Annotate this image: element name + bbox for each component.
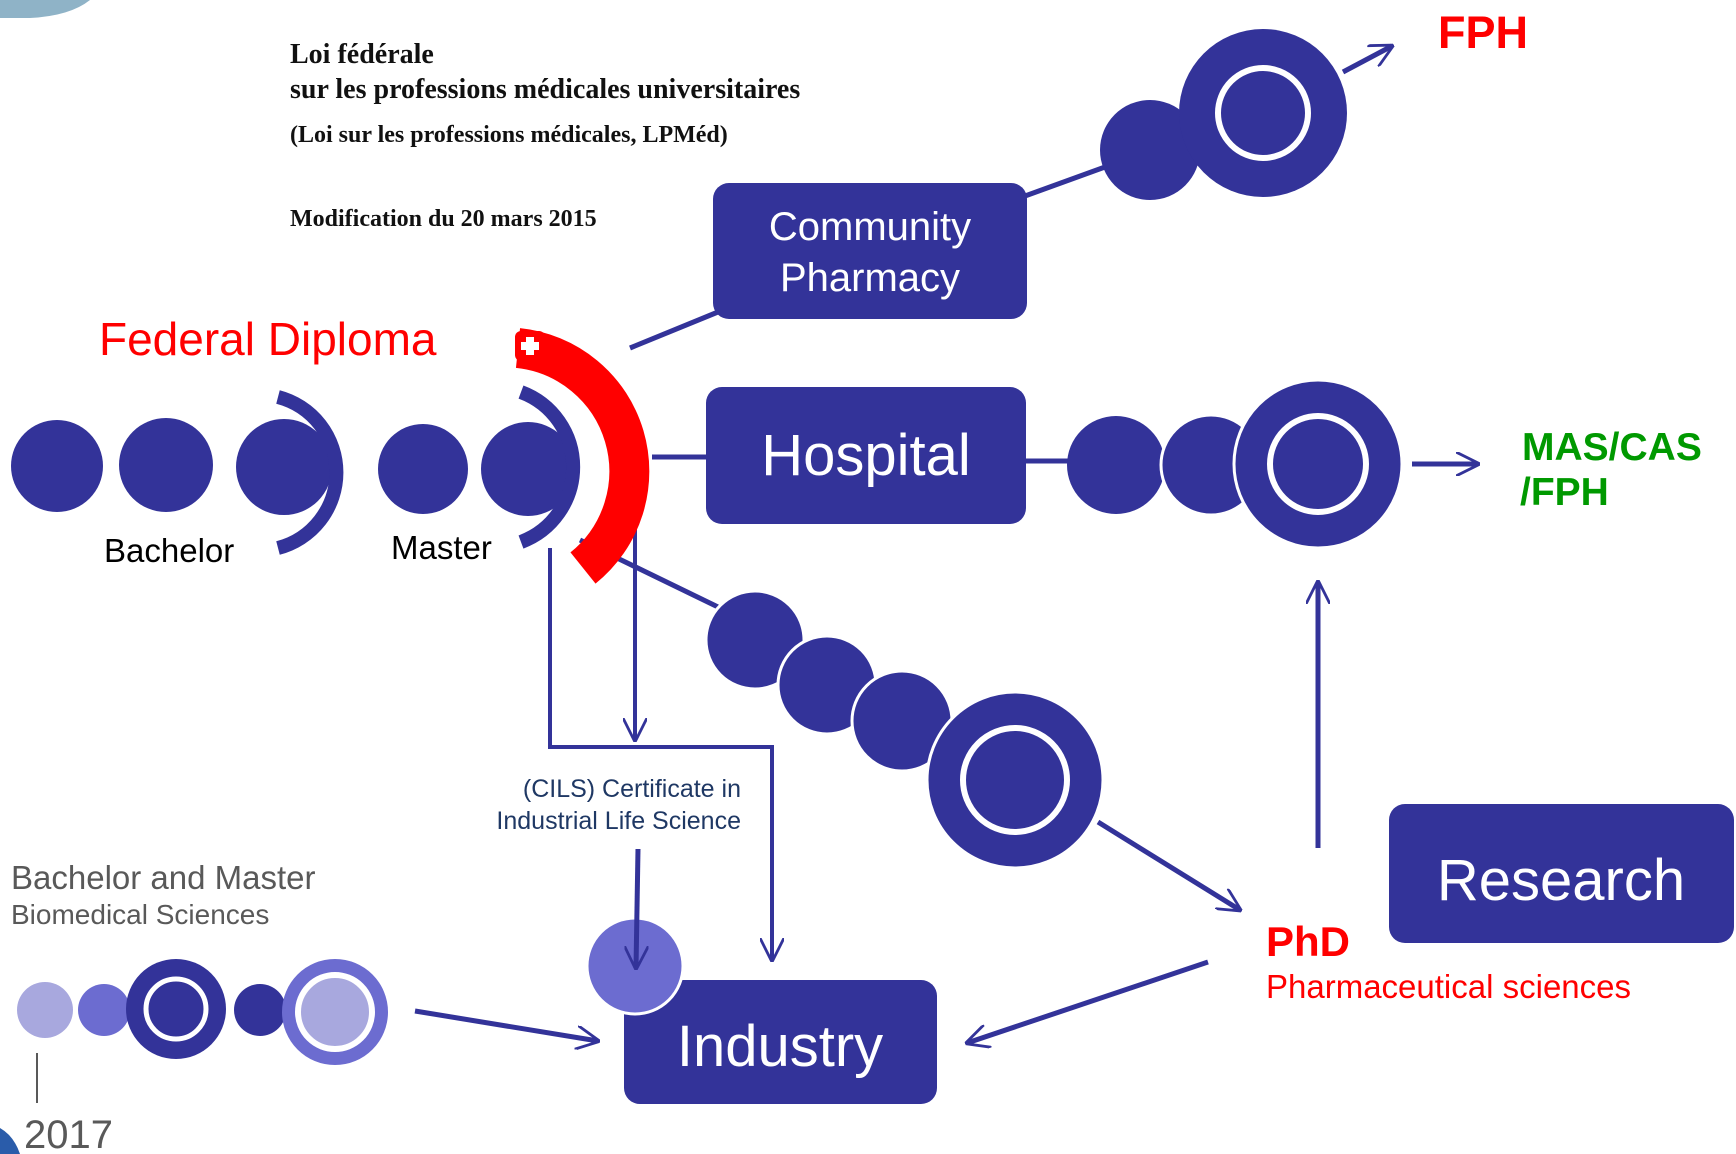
mas-cas-label-line1: MAS/CAS <box>1522 426 1702 469</box>
arrow-to-phd <box>1096 819 1240 910</box>
swiss-cross-icon <box>515 331 545 361</box>
arrow-master-to-industry <box>548 548 772 960</box>
phd-track <box>704 589 1105 870</box>
cils-label-line2: Industrial Life Science <box>496 807 741 835</box>
biomedical-node-1 <box>17 982 73 1038</box>
hospital-node-1 <box>1067 416 1165 514</box>
master-year-2 <box>481 422 575 516</box>
biomedical-node-4 <box>234 984 286 1036</box>
master-arc <box>518 385 581 549</box>
fph-small-node <box>1100 100 1200 200</box>
industry-box: Industry <box>624 980 937 1104</box>
biomedical-node-2 <box>78 984 130 1036</box>
hospital-label: Hospital <box>761 423 971 488</box>
line-to-community <box>629 309 719 351</box>
fph-label: FPH <box>1438 7 1528 58</box>
research-label: Research <box>1437 848 1685 913</box>
bachelor-year-2 <box>119 418 213 512</box>
biomedical-label-line1: Bachelor and Master <box>11 859 316 896</box>
arrow-cils-to-industry <box>636 848 638 968</box>
biomedical-node-3 <box>126 959 226 1059</box>
community-pharmacy-label-line1: Community <box>769 205 971 249</box>
phd-subtitle: Pharmaceutical sciences <box>1266 968 1631 1005</box>
master-label: Master <box>391 529 492 566</box>
phd-big-node-ring <box>960 725 1070 835</box>
biomedical-label-line2: Biomedical Sciences <box>11 899 269 930</box>
law-title-line1: Loi fédérale <box>290 39 434 70</box>
fph-big-node-ring <box>1215 65 1311 161</box>
phd-title: PhD <box>1266 918 1350 965</box>
bachelor-year-1 <box>11 420 103 512</box>
arrow-phd-to-industry <box>967 959 1209 1043</box>
federal-diploma-label: Federal Diploma <box>99 313 437 365</box>
bachelor-year-3 <box>236 419 332 515</box>
master-year-1 <box>378 424 468 514</box>
corner-decoration-top <box>0 0 90 18</box>
line-community-to-fph <box>1024 164 1106 199</box>
arrow-biomedical-to-industry <box>414 1008 598 1041</box>
law-header: Loi fédérale sur les professions médical… <box>290 39 800 232</box>
fph-track <box>1100 29 1347 200</box>
biomedical-track <box>17 959 388 1103</box>
hospital-track <box>1067 378 1404 550</box>
connectors <box>414 46 1478 1043</box>
bachelor-label: Bachelor <box>104 532 234 569</box>
hospital-box: Hospital <box>706 387 1026 524</box>
law-modification: Modification du 20 mars 2015 <box>290 206 597 232</box>
arrow-to-fph <box>1341 46 1392 75</box>
bachelor-arc <box>276 390 344 555</box>
phd-node-1 <box>704 589 806 691</box>
phd-big-node <box>925 690 1105 870</box>
biomedical-node-5-ring <box>295 972 375 1052</box>
biomedical-year: 2017 <box>24 1113 113 1154</box>
industry-label: Industry <box>677 1014 883 1079</box>
mas-cas-label-line2: /FPH <box>1520 471 1609 514</box>
community-pharmacy-label-line2: Pharmacy <box>780 256 960 300</box>
law-subtitle: (Loi sur les professions médicales, LPMé… <box>290 122 728 148</box>
hospital-big-node <box>1232 378 1404 550</box>
corner-decoration-bottom <box>0 1128 20 1154</box>
cils-label-line1: (CILS) Certificate in <box>523 775 741 803</box>
research-box: Research <box>1389 804 1734 943</box>
biomedical-node-3-ring <box>143 976 209 1042</box>
federal-diploma-arc <box>515 328 650 584</box>
study-track: Bachelor Master <box>11 385 581 569</box>
law-title-line2: sur les professions médicales universita… <box>290 74 800 105</box>
hospital-big-node-ring <box>1267 413 1369 515</box>
community-pharmacy-box: Community Pharmacy <box>713 183 1027 319</box>
fph-big-node <box>1179 29 1347 197</box>
